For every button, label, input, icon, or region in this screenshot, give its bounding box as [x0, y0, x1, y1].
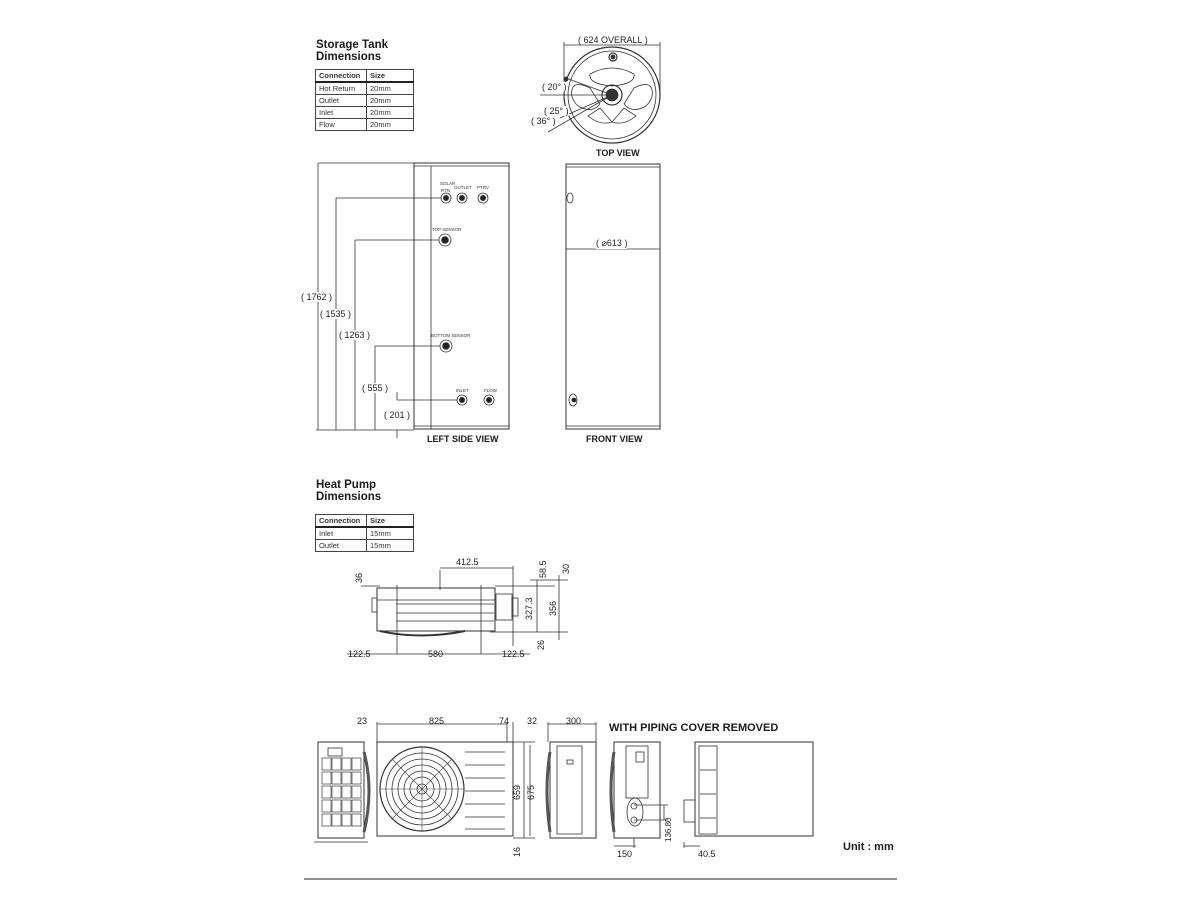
- heat-pump-side-grille-drawing: [314, 741, 371, 843]
- storage-tank-title-line1: Storage Tank: [316, 39, 388, 51]
- height-value: 201: [389, 410, 405, 420]
- table-row: Hot Return 20mm: [315, 81, 414, 95]
- cell-connection: Inlet: [315, 526, 367, 540]
- heat-pump-title: Heat Pump Dimensions: [316, 479, 381, 503]
- heat-pump-piping-drawing: [609, 741, 668, 848]
- dim-left-gap: 23: [357, 716, 368, 726]
- heat-pump-table: Connection Size Inlet 15mm Outlet 15mm: [315, 514, 414, 552]
- top-view-label: TOP VIEW: [596, 148, 640, 158]
- table-header-row: Connection Size: [315, 69, 414, 83]
- overall-dimension: ( 624 OVERALL ): [578, 35, 648, 45]
- dim-feet: 16: [512, 846, 522, 857]
- angle-25: ( 25° ): [544, 106, 569, 116]
- front-view-drawing: [565, 163, 661, 430]
- dim-right-gap: 74: [499, 716, 510, 726]
- dim-cover-offset: 40.5: [698, 849, 716, 859]
- dim-height-total: 675: [526, 784, 536, 800]
- storage-tank-table: Connection Size Hot Return 20mm Outlet 2…: [315, 69, 414, 131]
- port-label-solar: SOLAR: [440, 181, 456, 186]
- dim-width: 825: [429, 716, 445, 726]
- header-connection: Connection: [315, 69, 367, 83]
- port-label-outlet: OUTLET: [454, 185, 472, 190]
- height-value: 1762: [306, 292, 327, 302]
- heat-pump-side-drawing: [545, 722, 597, 839]
- dim-bottom-right: 26: [536, 639, 546, 650]
- dim-foot-left: 122.5: [348, 649, 371, 659]
- diameter-dimension: ( ⌀613 ): [596, 238, 628, 249]
- heat-pump-front-fan-drawing: [376, 722, 535, 839]
- diameter-value: ⌀613: [601, 238, 622, 248]
- angle-36: ( 36° ): [531, 116, 556, 126]
- port-label-top-sensor: TOP SENSOR: [432, 227, 462, 232]
- table-header-row: Connection Size: [315, 514, 414, 528]
- height-1762: ( 1762 ): [301, 292, 333, 302]
- dim-foot-right: 122.5: [502, 649, 525, 659]
- front-view-label: FRONT VIEW: [586, 434, 643, 444]
- table-row: Outlet 15mm: [315, 539, 414, 552]
- dim-left-offset: 36: [354, 572, 364, 583]
- cell-size: 15mm: [366, 526, 414, 540]
- heat-pump-rear-drawing: [683, 741, 814, 848]
- port-label-bottom-sensor: BOTTOM SENSOR: [431, 333, 471, 338]
- dim-height-outer: 356: [548, 600, 558, 616]
- dim-foot-span: 580: [428, 649, 444, 659]
- dim-right-top-a: 58.5: [538, 560, 548, 578]
- storage-tank-title: Storage Tank Dimensions: [316, 39, 388, 63]
- height-201: ( 201 ): [384, 410, 411, 420]
- dim-port-offset: 150: [617, 849, 633, 859]
- dim-right-top-b: 30: [561, 563, 571, 574]
- header-size: Size: [366, 69, 414, 83]
- table-row: Inlet 20mm: [315, 106, 414, 119]
- height-1535: ( 1535 ): [320, 309, 352, 319]
- storage-tank-title-line2: Dimensions: [316, 51, 382, 63]
- angle-value: 25°: [549, 106, 564, 116]
- height-value: 1535: [325, 309, 346, 319]
- height-value: 1263: [344, 330, 365, 340]
- cell-size: 20mm: [366, 118, 414, 131]
- height-value: 555: [367, 383, 383, 393]
- angle-value: 20°: [547, 82, 562, 92]
- unit-label: Unit : mm: [843, 841, 894, 853]
- header-size: Size: [366, 514, 414, 528]
- table-row: Inlet 15mm: [315, 526, 414, 540]
- dim-depth: 300: [566, 716, 582, 726]
- port-label-inlet: INLET: [456, 388, 469, 393]
- dim-side-gap: 32: [527, 716, 538, 726]
- angle-20: ( 20° ): [542, 82, 567, 92]
- height-1263: ( 1263 ): [339, 330, 371, 340]
- left-side-view-label: LEFT SIDE VIEW: [427, 434, 499, 444]
- table-row: Flow 20mm: [315, 118, 414, 131]
- header-connection: Connection: [315, 514, 367, 528]
- piping-cover-label: WITH PIPING COVER REMOVED: [609, 722, 779, 734]
- dim-top-width: 412.5: [456, 557, 479, 567]
- dim-port-spacing: 136.80: [664, 817, 673, 842]
- cell-size: 15mm: [366, 539, 414, 552]
- port-label-rtn: RTN: [441, 188, 451, 193]
- height-555: ( 555 ): [362, 383, 389, 393]
- overall-value: 624 OVERALL: [583, 35, 643, 45]
- dim-height-body: 659: [512, 784, 522, 800]
- heat-pump-title-line2: Dimensions: [316, 491, 382, 503]
- left-side-view-drawing: [316, 162, 510, 438]
- dim-height-inner: 327.3: [524, 597, 534, 620]
- heat-pump-plan-drawing: [347, 566, 568, 655]
- top-view-drawing: [540, 42, 661, 144]
- port-label-flow: FLOW: [484, 388, 497, 393]
- port-label-ptrv: PTRV: [477, 185, 489, 190]
- heat-pump-title-line1: Heat Pump: [316, 479, 377, 491]
- cell-connection: Outlet: [315, 539, 367, 552]
- angle-value: 36°: [536, 116, 551, 126]
